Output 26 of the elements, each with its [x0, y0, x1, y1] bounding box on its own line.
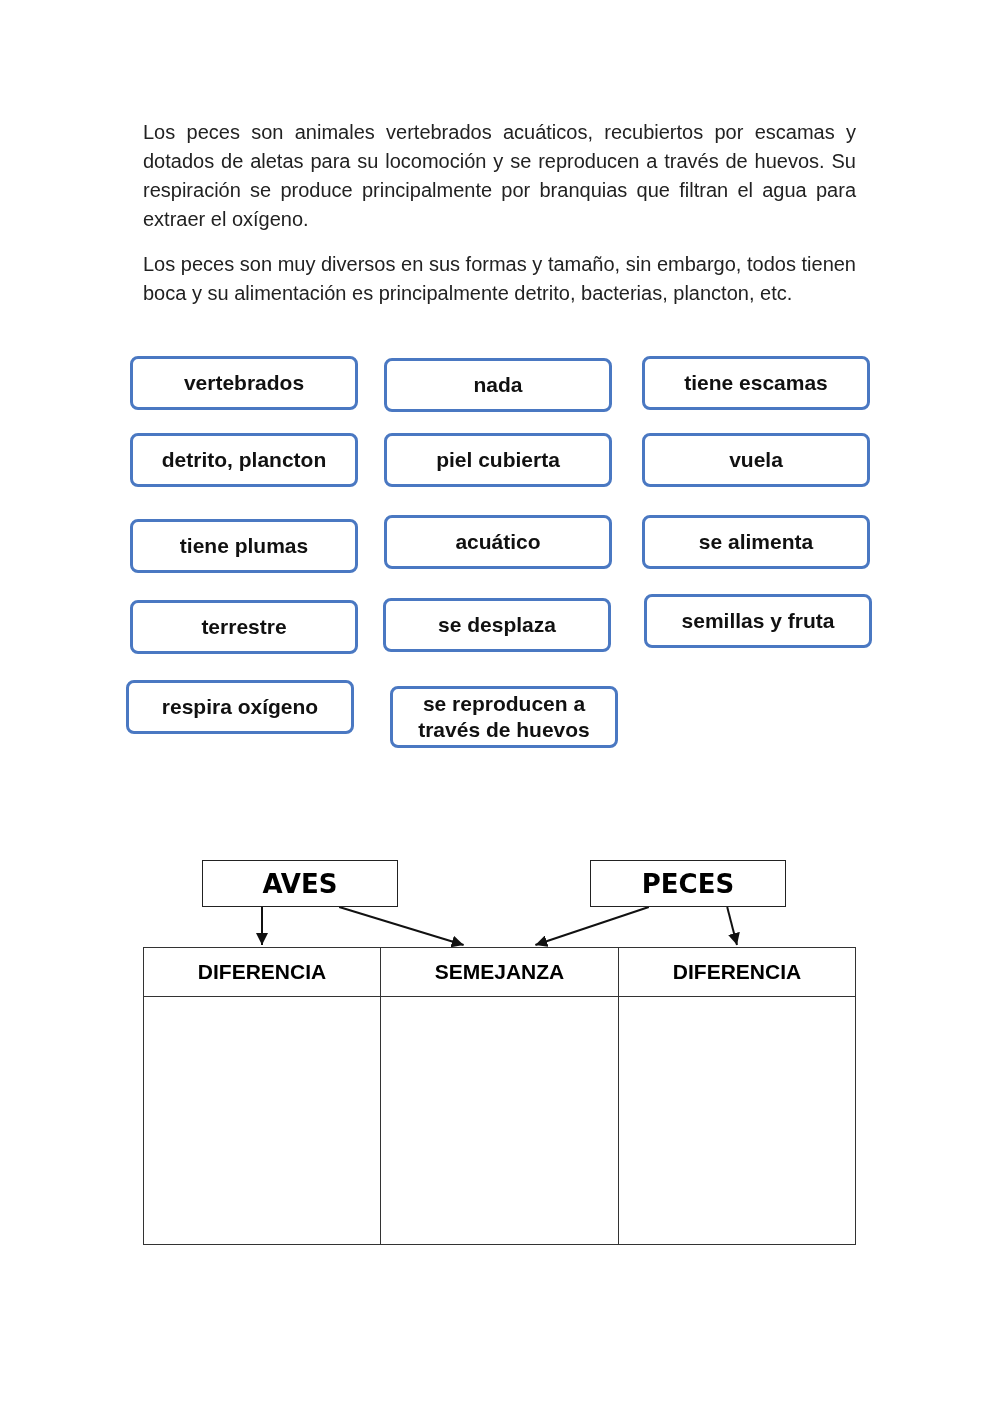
column-header: DIFERENCIA — [618, 947, 856, 997]
arrow — [534, 906, 650, 947]
arrow — [338, 906, 465, 948]
word-card: se reproducen a través de huevos — [390, 686, 618, 748]
word-card: respira oxígeno — [126, 680, 354, 734]
word-card: vuela — [642, 433, 870, 487]
paragraph: Los peces son animales vertebrados acuáticos, recubiertos por escamas y dotados de aletas para su locomoción y se reproducen a través de huevos. Su respiración se produce principalmente por branquias que filtran el agua para extraer el oxígeno. — [143, 120, 856, 232]
answer-cell — [143, 996, 381, 1245]
word-card: nada — [384, 358, 612, 412]
word-card: tiene escamas — [642, 356, 870, 410]
category-box: PECES — [590, 860, 786, 907]
paragraph: Los peces son muy diversos en sus formas y tamaño, sin embargo, todos tienen boca y su alimentación es principalmente detrito, bacterias, plancton, etc. — [143, 252, 856, 306]
word-card: piel cubierta — [384, 433, 612, 487]
arrow — [726, 906, 740, 946]
word-card: vertebrados — [130, 356, 358, 410]
arrow — [256, 906, 268, 946]
word-card: se alimenta — [642, 515, 870, 569]
word-card: semillas y fruta — [644, 594, 872, 648]
word-card: tiene plumas — [130, 519, 358, 573]
word-card: se desplaza — [383, 598, 611, 652]
word-card: terrestre — [130, 600, 358, 654]
column-header: DIFERENCIA — [143, 947, 381, 997]
word-card: detrito, plancton — [130, 433, 358, 487]
answer-cell — [618, 996, 856, 1245]
category-box: AVES — [202, 860, 398, 907]
word-card: acuático — [384, 515, 612, 569]
